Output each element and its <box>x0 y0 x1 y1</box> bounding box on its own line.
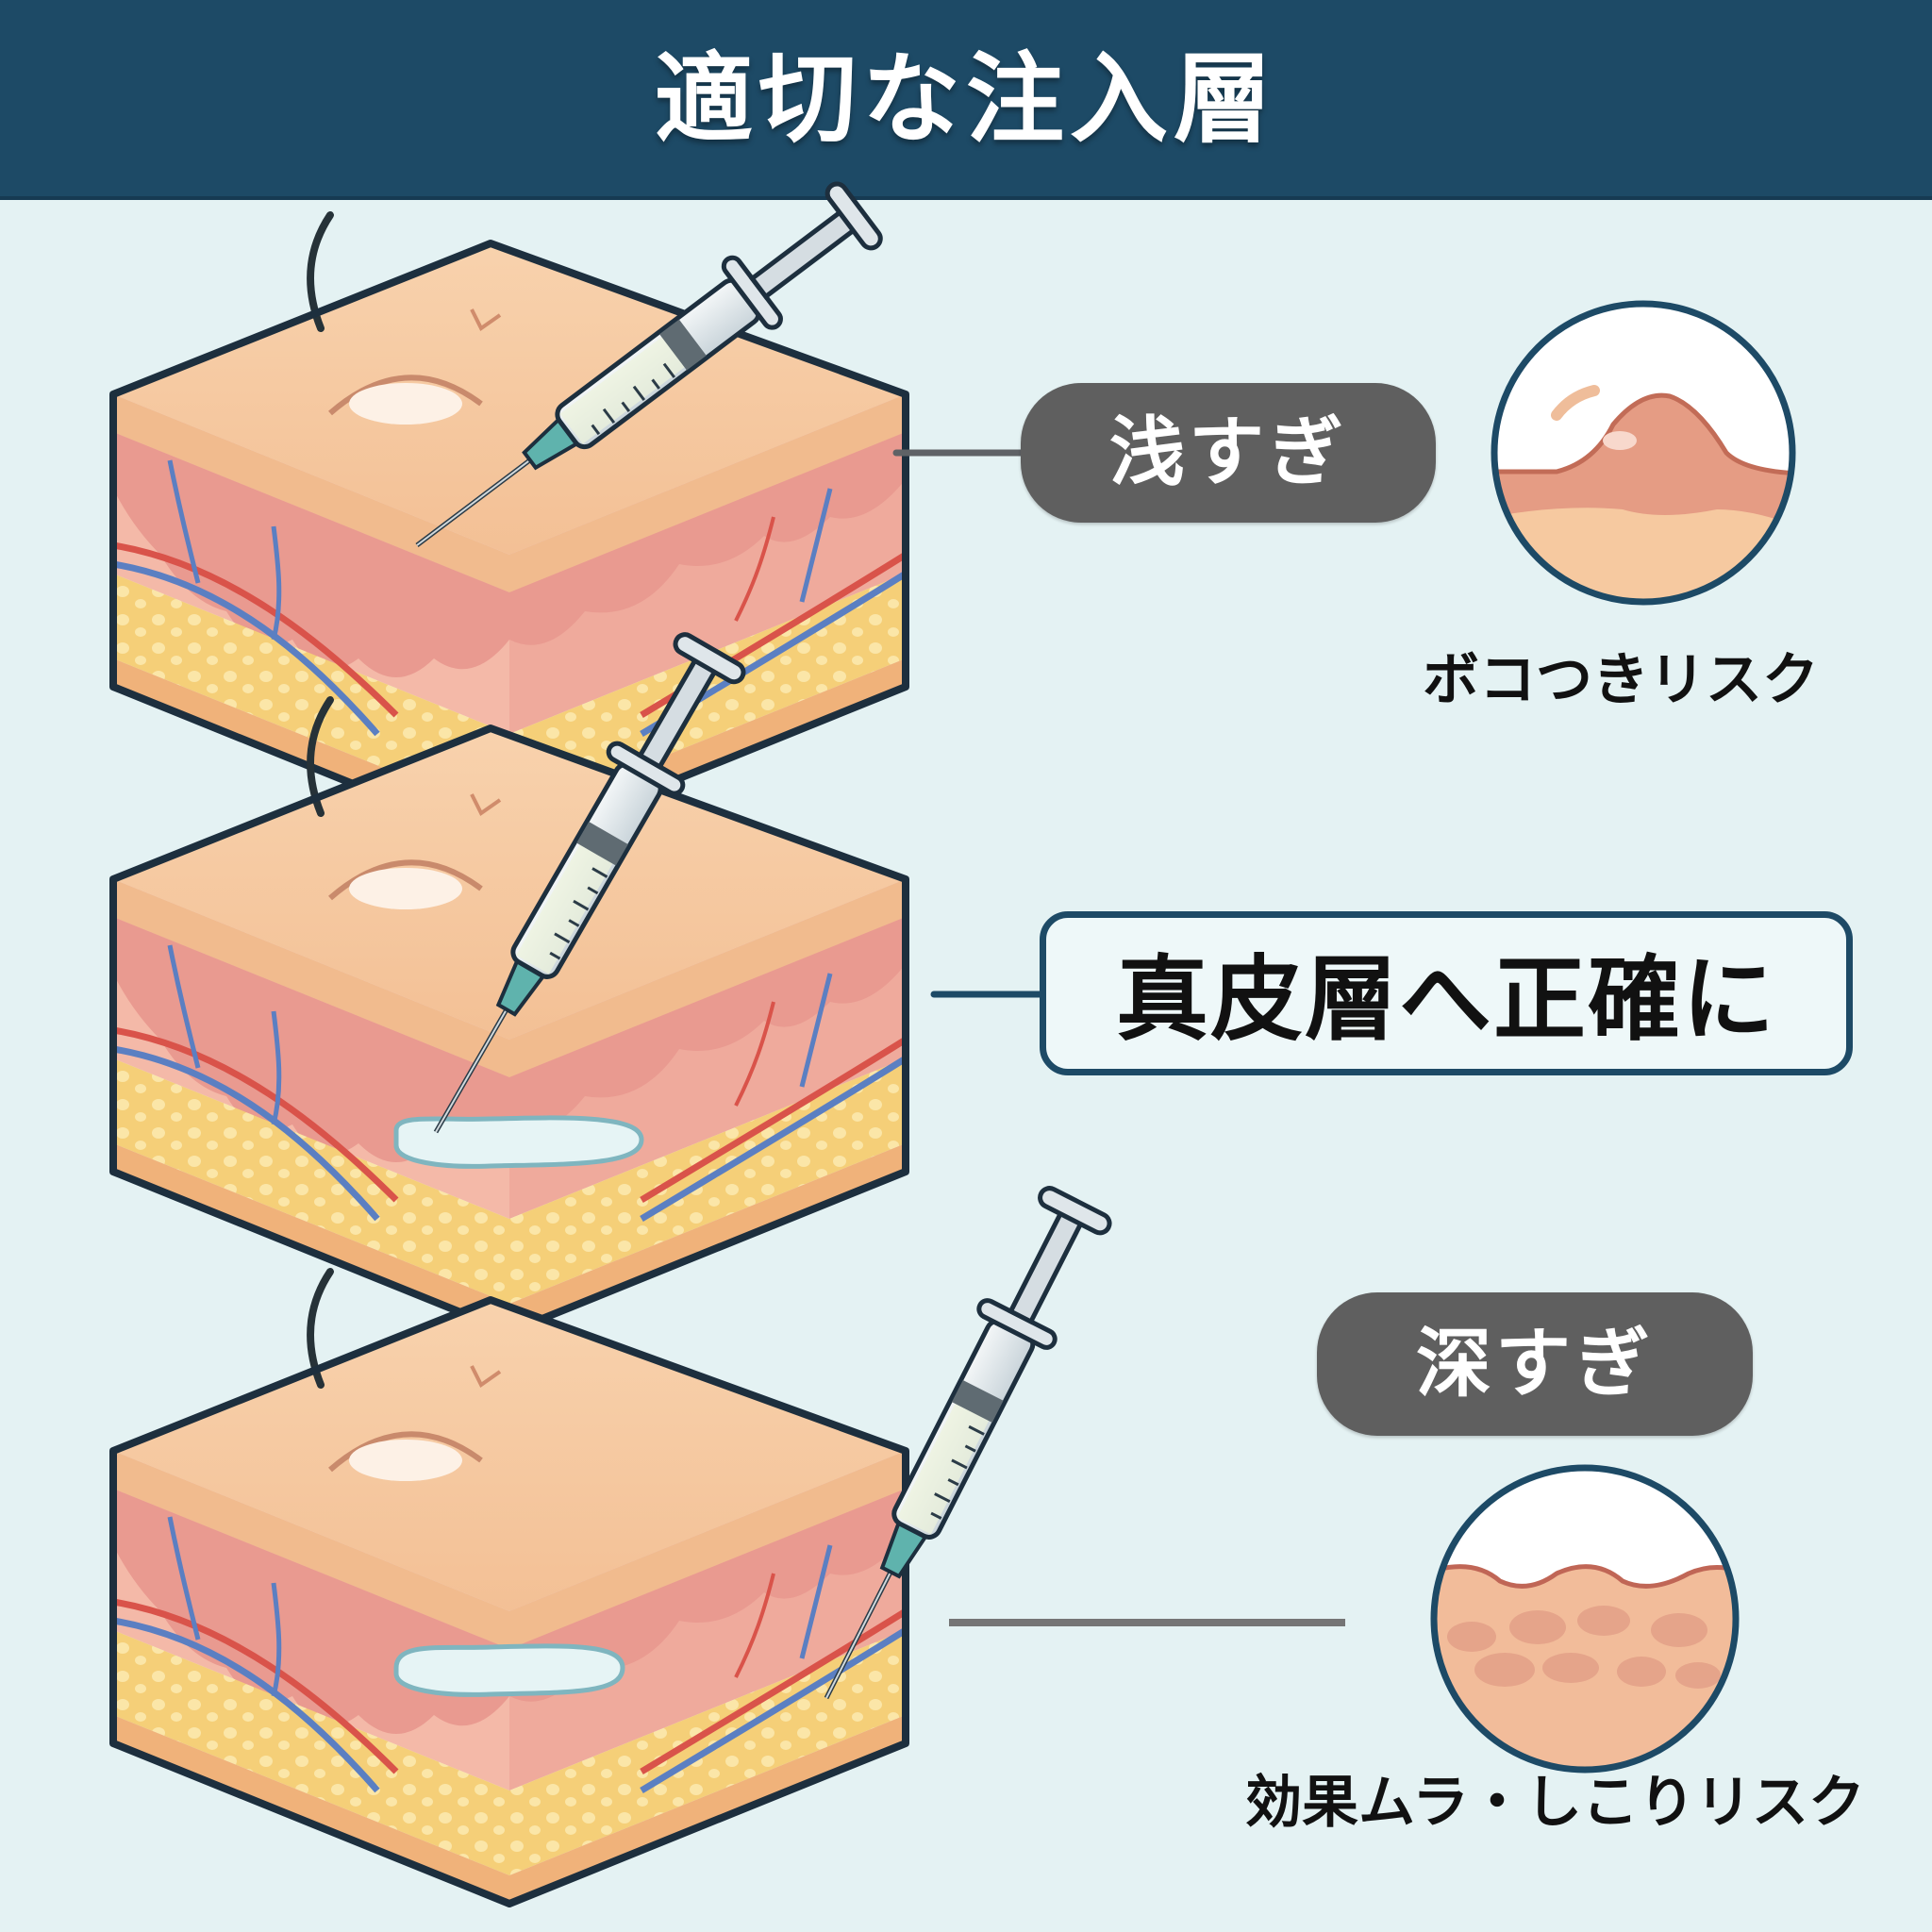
label-correct: 真皮層へ正確に <box>1040 911 1853 1075</box>
label-deep: 深すぎ <box>1317 1292 1753 1436</box>
inset-bump <box>1491 300 1796 606</box>
risk-text-shallow: ボコつきリスク <box>1423 647 1819 713</box>
skin-block-correct <box>113 700 906 1332</box>
filler-deposit-correct <box>393 1115 644 1169</box>
inset-lumps <box>1430 1464 1740 1774</box>
label-correct-text: 真皮層へ正確に <box>1115 946 1776 1054</box>
label-shallow: 浅すぎ <box>1021 383 1436 523</box>
label-shallow-text: 浅すぎ <box>1109 408 1347 496</box>
filler-deposit-deep <box>393 1643 625 1697</box>
label-deep-text: 深すぎ <box>1416 1320 1654 1407</box>
page-title: 適切な注入層 <box>654 42 1277 157</box>
skin-block-deep <box>113 1272 906 1904</box>
header-bar: 適切な注入層 <box>0 0 1932 200</box>
risk-text-deep: 効果ムラ・しこりリスク <box>1245 1770 1865 1836</box>
